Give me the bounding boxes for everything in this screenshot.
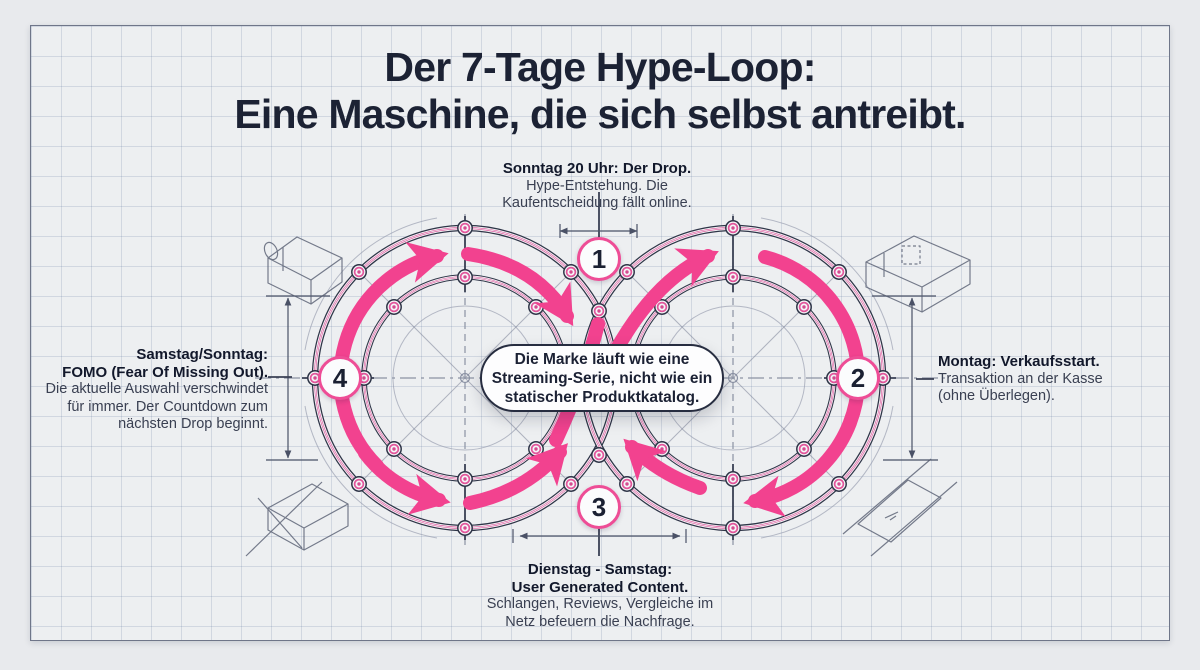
annotation-step-3: Dienstag - Samstag: User Generated Conte…: [440, 561, 760, 631]
step-2-badge: 2: [836, 356, 880, 400]
annotation-step-1: Sonntag 20 Uhr: Der Drop. Hype-Entstehun…: [437, 160, 757, 213]
step-4-badge: 4: [318, 356, 362, 400]
title-line-2: Eine Maschine, die sich selbst antreibt.: [234, 91, 966, 137]
annotation-body: Transaktion an der Kasse: [938, 370, 1103, 387]
step-1-badge: 1: [577, 237, 621, 281]
arrow-left-top: [333, 241, 449, 473]
annotation-body: nächsten Drop beginnt.: [118, 416, 268, 432]
annotation-title: Dienstag - Samstag:: [527, 561, 673, 578]
arrow-right-into-lower-crossing: [623, 438, 707, 495]
iso-panel-lower-right: [842, 458, 958, 557]
center-note: Die Marke läuft wie eine Streaming-Serie…: [480, 344, 724, 412]
annotation-title: User Generated Content.: [511, 578, 689, 596]
arrow-left-bottom: [358, 446, 451, 515]
page-title: Der 7-Tage Hype-Loop: Eine Maschine, die…: [0, 44, 1200, 138]
annotation-body: Die aktuelle Auswahl verschwindet: [45, 381, 268, 397]
center-note-line: statischer Produktkatalog.: [504, 388, 700, 406]
annotation-title: FOMO (Fear Of Missing Out).: [62, 363, 268, 381]
annotation-body: Netz befeuern die Nachfrage.: [505, 613, 695, 630]
annotation-step-4: Samstag/Sonntag: FOMO (Fear Of Missing O…: [28, 346, 268, 434]
annotation-title: Montag: Verkaufsstart.: [938, 353, 1100, 370]
annotation-body: Schlangen, Reviews, Vergleiche im: [486, 596, 714, 612]
title-line-1: Der 7-Tage Hype-Loop:: [384, 44, 816, 90]
arrow-right-top: [608, 248, 719, 359]
annotation-body: (ohne Überlegen).: [938, 388, 1055, 404]
arrow-into-upper-crossing: [461, 247, 574, 327]
annotation-title: Samstag/Sonntag:: [136, 346, 268, 363]
annotation-body: Kaufentscheidung fällt online.: [502, 195, 692, 211]
annotation-body: für immer. Der Countdown zum: [67, 398, 268, 415]
annotation-body: Hype-Entstehung. Die: [526, 177, 668, 194]
center-note-line: Die Marke läuft wie eine: [514, 350, 690, 368]
iso-box-upper-right: [865, 235, 971, 313]
iso-box-upper-left: [263, 236, 343, 305]
isometric-decorations: [245, 235, 971, 557]
arrow-left-into-lower-crossing: [463, 443, 568, 510]
step-3-badge: 3: [577, 485, 621, 529]
annotation-step-2: Montag: Verkaufsstart. Transaktion an de…: [938, 353, 1148, 406]
center-note-line: Streaming-Serie, nicht wie ein: [491, 369, 713, 387]
annotation-title: Sonntag 20 Uhr: Der Drop.: [502, 160, 692, 177]
iso-box-lower-left: [245, 481, 349, 557]
